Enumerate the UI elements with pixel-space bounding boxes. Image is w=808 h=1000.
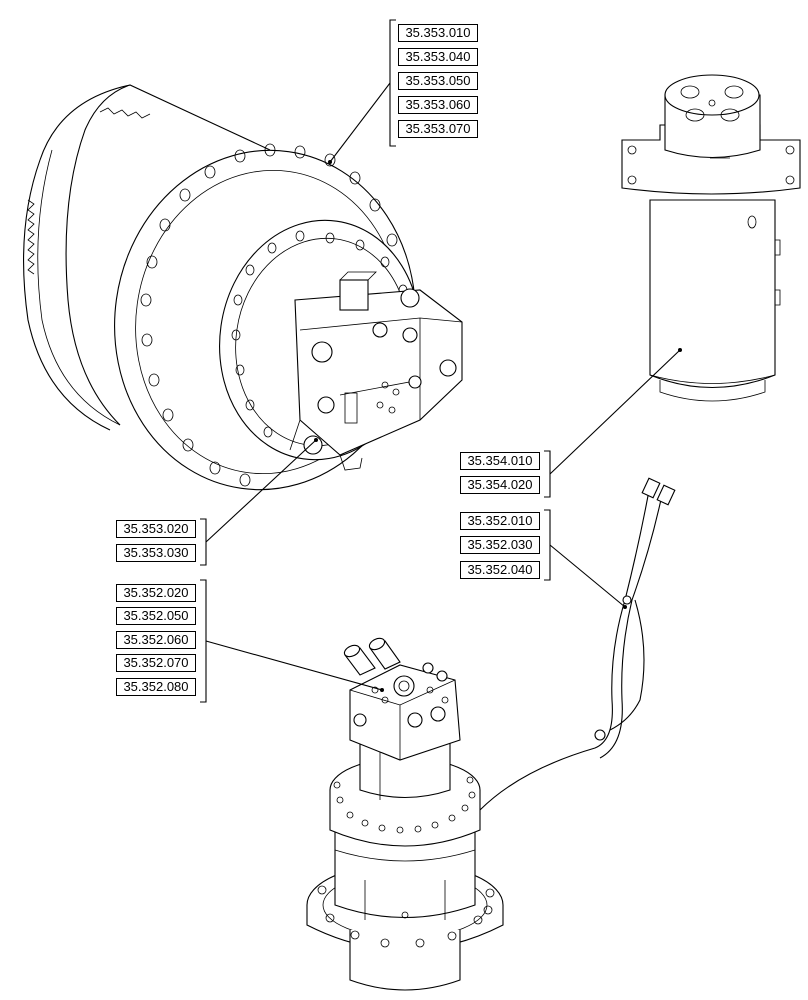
bracket-hoses (544, 509, 551, 581)
leader-dots (314, 160, 682, 692)
bracket-travel-motor-top (389, 19, 396, 147)
ref-35-353-050[interactable]: 35.353.050 (398, 72, 478, 90)
leader-lines (200, 19, 681, 703)
ref-35-353-030[interactable]: 35.353.030 (116, 544, 196, 562)
ref-35-353-020[interactable]: 35.353.020 (116, 520, 196, 538)
ref-35-352-060[interactable]: 35.352.060 (116, 631, 196, 649)
bracket-travel-motor-bottom (200, 518, 207, 566)
ref-35-353-010[interactable]: 35.353.010 (398, 24, 478, 42)
ref-35-352-050[interactable]: 35.352.050 (116, 607, 196, 625)
bracket-swivel-joint (544, 450, 551, 498)
ref-35-352-020[interactable]: 35.352.020 (116, 584, 196, 602)
ref-35-352-040[interactable]: 35.352.040 (460, 561, 540, 579)
ref-35-352-030[interactable]: 35.352.030 (460, 536, 540, 554)
leader-travel-motor-top (329, 82, 391, 163)
hose-assembly-drawing (479, 477, 676, 811)
leader-travel-motor-bottom (205, 439, 317, 543)
ref-35-354-020[interactable]: 35.354.020 (460, 476, 540, 494)
leader-hoses (549, 544, 626, 608)
bracket-swing-motor (200, 579, 207, 703)
ref-35-352-010[interactable]: 35.352.010 (460, 512, 540, 530)
ref-35-353-060[interactable]: 35.353.060 (398, 96, 478, 114)
ref-35-354-010[interactable]: 35.354.010 (460, 452, 540, 470)
swing-motor-drawing (306, 637, 504, 991)
travel-motor-drawing (23, 84, 463, 491)
ref-35-353-070[interactable]: 35.353.070 (398, 120, 478, 138)
leader-swing-motor (205, 640, 383, 691)
ref-35-352-070[interactable]: 35.352.070 (116, 654, 196, 672)
ref-35-353-040[interactable]: 35.353.040 (398, 48, 478, 66)
ref-35-352-080[interactable]: 35.352.080 (116, 678, 196, 696)
leader-swivel-joint (549, 349, 681, 475)
swivel-joint-drawing (621, 74, 801, 402)
